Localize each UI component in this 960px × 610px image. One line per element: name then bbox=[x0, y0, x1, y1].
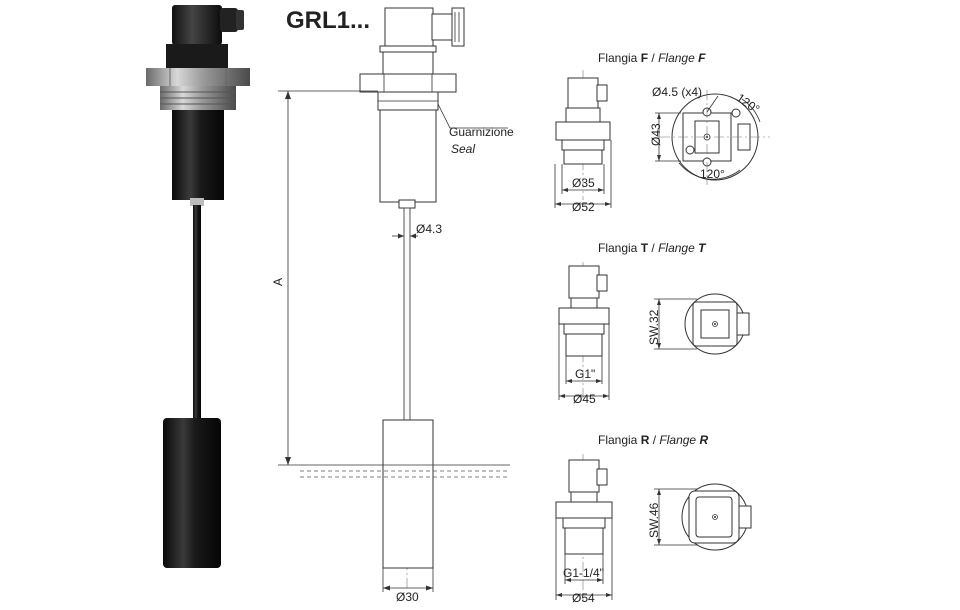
thread bbox=[160, 86, 236, 110]
sensor-rod bbox=[193, 205, 201, 420]
rod-outline bbox=[403, 207, 411, 421]
flange-t-outer: Ø45 bbox=[573, 392, 596, 406]
sensor-body bbox=[172, 110, 224, 200]
rod-collar bbox=[190, 198, 204, 206]
flange-f-heading: Flangia F / Flange F bbox=[598, 51, 706, 65]
body-outline bbox=[379, 109, 437, 203]
dim-rod-diameter: Ø4.3 bbox=[416, 222, 442, 236]
float-outline bbox=[382, 419, 434, 569]
flange-f-height: Ø43 bbox=[649, 123, 663, 146]
product-render bbox=[146, 5, 250, 568]
connector-outline bbox=[384, 7, 434, 47]
seal-label-en: Seal bbox=[451, 142, 475, 156]
main-technical-view: Guarnizione Seal A Ø4.3 Ø30 bbox=[271, 7, 514, 604]
dim-float-diameter: Ø30 bbox=[396, 590, 419, 604]
flange-f-holes: Ø4.5 (x4) bbox=[652, 85, 702, 99]
model-title: GRL1... bbox=[286, 7, 370, 34]
flange-t-heading: Flangia T / Flange T bbox=[598, 241, 707, 255]
flange-outline bbox=[359, 73, 457, 93]
flange-r-outer: Ø54 bbox=[572, 591, 595, 605]
flange-r-thread: G1-1/4" bbox=[563, 566, 604, 580]
flange-r-wrench: SW.46 bbox=[647, 502, 661, 538]
seal-label-it: Guarnizione bbox=[449, 125, 514, 139]
hex-flange bbox=[146, 68, 250, 86]
connector-body bbox=[172, 5, 222, 45]
flange-f-inner: Ø35 bbox=[572, 176, 595, 190]
flange-r-heading: Flangia R / Flange R bbox=[598, 433, 708, 447]
flange-t-thread: G1" bbox=[575, 367, 595, 381]
flange-t-wrench: SW.32 bbox=[647, 309, 661, 345]
connector-base bbox=[166, 44, 228, 68]
flange-f-angle-bottom: 120° bbox=[700, 167, 725, 181]
flange-r-section: Flangia R / Flange R G1-1/4" Ø54 SW.46 bbox=[555, 433, 752, 605]
dim-a-label: A bbox=[271, 278, 285, 286]
flange-f-outer: Ø52 bbox=[572, 200, 595, 214]
flange-t-section: Flangia T / Flange T G1" Ø45 SW.32 bbox=[558, 241, 750, 406]
float bbox=[163, 418, 221, 568]
flange-f-section: Flangia F / Flange F Ø35 Ø52 Ø4. bbox=[554, 51, 770, 214]
connector-cable-gland bbox=[220, 8, 238, 32]
